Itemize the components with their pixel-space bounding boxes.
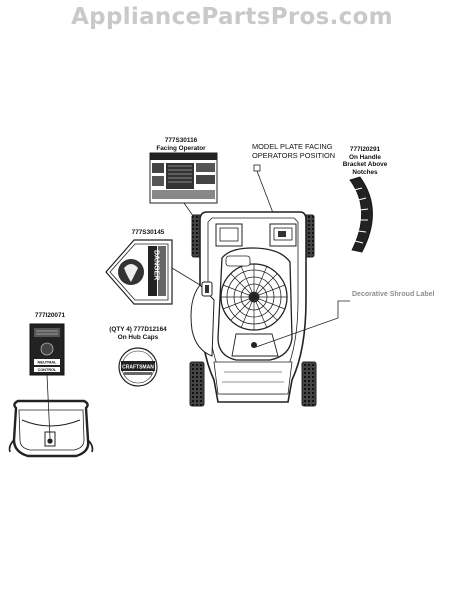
mower-handle: [8, 399, 94, 458]
handle-tag-control-text: CONTROL: [38, 368, 57, 372]
callout-model-plate-line2: OPERATORS POSITION: [252, 150, 336, 160]
callout-hub-caps: (QTY 4) 777D12164 On Hub Caps: [98, 326, 178, 341]
callout-hub-caps-line1: (QTY 4) 777D12164: [109, 326, 167, 333]
handle-bracket-label: [349, 176, 373, 253]
callout-danger-label: 777S30145: [118, 229, 178, 237]
callout-label-top-note: Facing Operator: [156, 144, 206, 152]
handle-tag-neutral-text: NEUTRAL: [37, 360, 57, 365]
callout-handle-label-line2: Bracket Above: [342, 161, 388, 169]
watermark: AppliancePartsPros.com: [71, 4, 393, 30]
hub-cap-brand-text: CRAFTSMAN: [122, 365, 154, 371]
callout-handle-label-part: 777I20291: [349, 146, 381, 153]
callout-handle-label-line3: Notches: [352, 168, 378, 176]
danger-decal: DANGER: [105, 239, 173, 305]
callout-shroud-label: Decorative Shroud Label: [352, 291, 435, 298]
danger-decal-text: DANGER: [153, 250, 160, 280]
callout-label-top: 777S30116 Facing Operator: [146, 137, 216, 152]
callout-handle-label: 777I20291 On Handle Bracket Above Notche…: [334, 146, 396, 176]
callout-hub-caps-line2: On Hub Caps: [117, 333, 159, 341]
callout-handle-tag: 777I20071: [20, 312, 80, 320]
hub-cap-decal: CRAFTSMAN: [118, 347, 158, 387]
callout-model-plate: MODEL PLATE FACING OPERATORS POSITION: [252, 142, 352, 160]
wheel-rear-right: [301, 361, 317, 407]
callout-label-top-part: 777S30116: [164, 137, 198, 144]
callout-danger-label-part: 777S30145: [131, 229, 165, 236]
leader-shroud-label: [255, 300, 350, 348]
leader-handle-tag: [46, 374, 51, 439]
model-plate-marker: [253, 164, 261, 172]
wheel-rear-left: [189, 361, 205, 407]
warning-decal: [149, 152, 218, 204]
callout-handle-label-line1: On Handle: [349, 153, 381, 161]
callout-model-plate-line1: MODEL PLATE FACING: [252, 142, 333, 151]
mower-deck: [189, 211, 317, 407]
handle-control-tag: NEUTRAL CONTROL: [29, 323, 65, 376]
callout-handle-tag-part: 777I20071: [34, 312, 66, 319]
